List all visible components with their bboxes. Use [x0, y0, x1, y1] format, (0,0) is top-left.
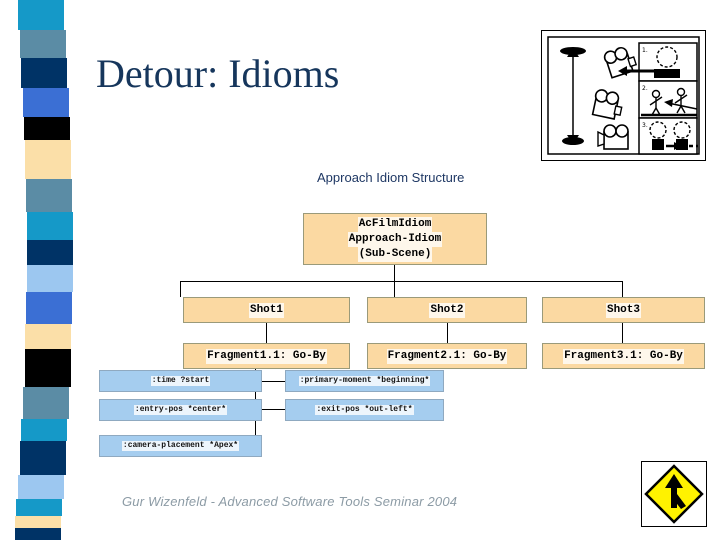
param-box-time-start[interactable]: :time ?start [99, 370, 262, 392]
color-band [18, 0, 64, 30]
svg-text:3.: 3. [642, 122, 648, 129]
color-band [21, 419, 67, 441]
param-box-time-start-label: :time ?start [150, 376, 211, 386]
node-fragment-1[interactable]: Fragment1.1: Go-By [183, 343, 350, 369]
node-shot-1-label: Shot1 [248, 302, 284, 318]
color-band [25, 324, 72, 349]
merge-road-sign [641, 461, 707, 527]
param-box-camera-placement[interactable]: :camera-placement *Apex* [99, 435, 262, 457]
connector-shot2-fragment2 [447, 323, 448, 343]
param-box-primary-moment-label: :primary-moment *beginning* [298, 376, 431, 386]
color-band [26, 179, 73, 212]
param-box-exit-pos-label: :exit-pos *out-left* [315, 405, 414, 415]
node-root-line-2: Approach-Idiom [347, 231, 443, 247]
color-band [16, 499, 63, 516]
param-box-entry-pos[interactable]: :entry-pos *center* [99, 399, 262, 421]
color-band [15, 516, 62, 528]
node-fragment-3[interactable]: Fragment3.1: Go-By [542, 343, 705, 369]
node-fragment-2-label: Fragment2.1: Go-By [386, 348, 508, 364]
node-fragment-1-label: Fragment1.1: Go-By [206, 348, 327, 364]
connector-root-stem [394, 265, 395, 281]
param-box-primary-moment[interactable]: :primary-moment *beginning* [285, 370, 444, 392]
node-shot-2-label: Shot2 [429, 302, 465, 318]
node-root-line-3: (Sub-Scene) [357, 246, 433, 262]
storyboard-svg: 1. 2. [542, 31, 705, 160]
node-shot-3[interactable]: Shot3 [542, 297, 705, 323]
color-band [24, 349, 71, 387]
connector-to-shot1 [180, 281, 181, 297]
node-fragment-3-label: Fragment3.1: Go-By [563, 348, 684, 364]
storyboard-camera-diagram: 1. 2. [541, 30, 706, 161]
param-box-camera-placement-label: :camera-placement *Apex* [121, 441, 240, 451]
merge-sign-svg [642, 462, 706, 526]
color-band [17, 475, 64, 499]
color-band [19, 441, 66, 475]
color-band [26, 292, 73, 324]
color-band [26, 212, 73, 240]
approach-idiom-diagram: Approach Idiom Structure AcFilmIdiom App… [95, 165, 710, 457]
color-band [19, 30, 66, 58]
node-shot-1[interactable]: Shot1 [183, 297, 350, 323]
decorative-color-stripe [0, 0, 75, 540]
color-band [23, 88, 69, 117]
color-band [14, 528, 61, 540]
color-band [24, 117, 71, 140]
node-shot-3-label: Shot3 [605, 302, 641, 318]
connector-to-shot2 [394, 281, 395, 297]
footer-text: Gur Wizenfeld - Advanced Software Tools … [122, 494, 458, 509]
color-band [25, 140, 72, 179]
param-box-exit-pos[interactable]: :exit-pos *out-left* [285, 399, 444, 421]
page-title: Detour: Idioms [96, 51, 340, 96]
connector-shot1-fragment1 [266, 323, 267, 343]
node-root-line-1: AcFilmIdiom [357, 216, 433, 232]
color-band [26, 265, 73, 292]
svg-text:2.: 2. [642, 85, 648, 92]
color-band [21, 58, 68, 88]
node-fragment-2[interactable]: Fragment2.1: Go-By [367, 343, 527, 369]
param-box-entry-pos-label: :entry-pos *center* [133, 405, 228, 415]
connector-to-shot3 [622, 281, 623, 297]
color-band [27, 240, 73, 265]
svg-text:1.: 1. [642, 47, 648, 54]
connector-shot3-fragment3 [622, 323, 623, 343]
connector-shots-bus [180, 281, 622, 282]
node-shot-2[interactable]: Shot2 [367, 297, 527, 323]
color-band [22, 387, 69, 419]
diagram-heading: Approach Idiom Structure [317, 170, 465, 185]
node-root[interactable]: AcFilmIdiom Approach-Idiom (Sub-Scene) [303, 213, 487, 265]
